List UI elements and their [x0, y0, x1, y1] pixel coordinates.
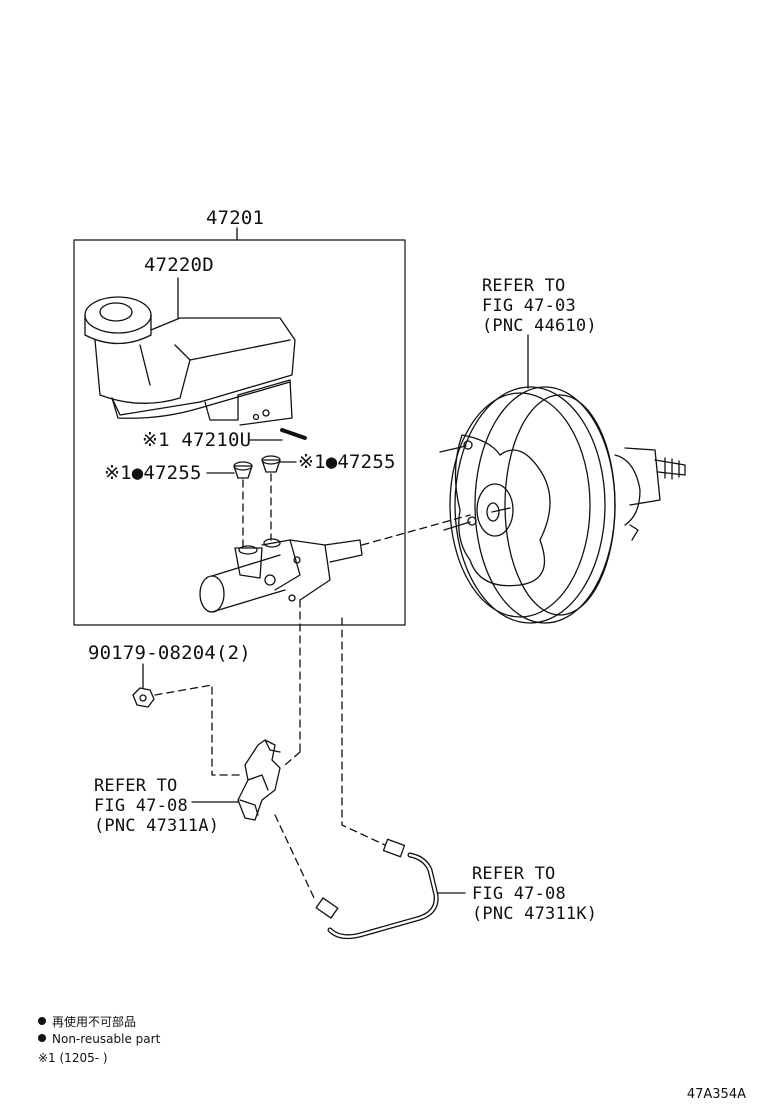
grommet-right — [261, 455, 281, 473]
bullet-icon — [38, 1017, 46, 1025]
valve-ref: REFER TO FIG 47-08 (PNC 47311A) — [94, 776, 219, 836]
bolt-label: 90179-08204(2) — [88, 642, 251, 664]
valve-ref-line2: FIG 47-08 — [94, 796, 188, 816]
bullet-icon — [38, 1034, 46, 1042]
pin — [280, 428, 307, 440]
booster-ref-line2: FIG 47-03 — [482, 296, 576, 316]
brake-booster — [439, 386, 686, 624]
grommet-left — [233, 461, 253, 479]
legend-en-text: Non-reusable part — [52, 1032, 161, 1046]
tube-ref-line1: REFER TO — [472, 864, 556, 884]
valve-ref-line3: (PNC 47311A) — [94, 816, 220, 836]
brake-tube — [315, 838, 439, 940]
illustration-code: 47A354A — [686, 1087, 746, 1102]
legend-jp-text: 再使用不可部品 — [52, 1015, 137, 1029]
assembly-box — [73, 239, 406, 626]
reservoir-tank — [84, 296, 296, 426]
valve-ref-line1: REFER TO — [94, 776, 178, 796]
grommet-right-label: ※1●47255 — [298, 451, 396, 473]
legend-en: Non-reusable part — [38, 1031, 160, 1048]
grommet-left-label: ※1●47255 — [104, 462, 202, 484]
booster-ref-line3: (PNC 44610) — [482, 316, 597, 336]
tube-ref: REFER TO FIG 47-08 (PNC 47311K) — [472, 864, 597, 924]
legend-note: ※1 (1205- ) — [38, 1051, 108, 1065]
master-cylinder — [199, 538, 363, 613]
booster-ref: REFER TO FIG 47-03 (PNC 44610) — [482, 276, 597, 336]
legend-jp: 再使用不可部品 — [38, 1014, 136, 1031]
assembly-label: 47201 — [206, 207, 265, 229]
tube-ref-line3: (PNC 47311K) — [472, 904, 598, 924]
valve-bracket — [237, 739, 281, 821]
pin-label: ※1 47210U — [142, 429, 252, 451]
booster-ref-line1: REFER TO — [482, 276, 566, 296]
tube-ref-line2: FIG 47-08 — [472, 884, 566, 904]
bolt — [132, 687, 155, 708]
reservoir-label: 47220D — [144, 254, 214, 276]
dashed-guides — [154, 473, 471, 901]
